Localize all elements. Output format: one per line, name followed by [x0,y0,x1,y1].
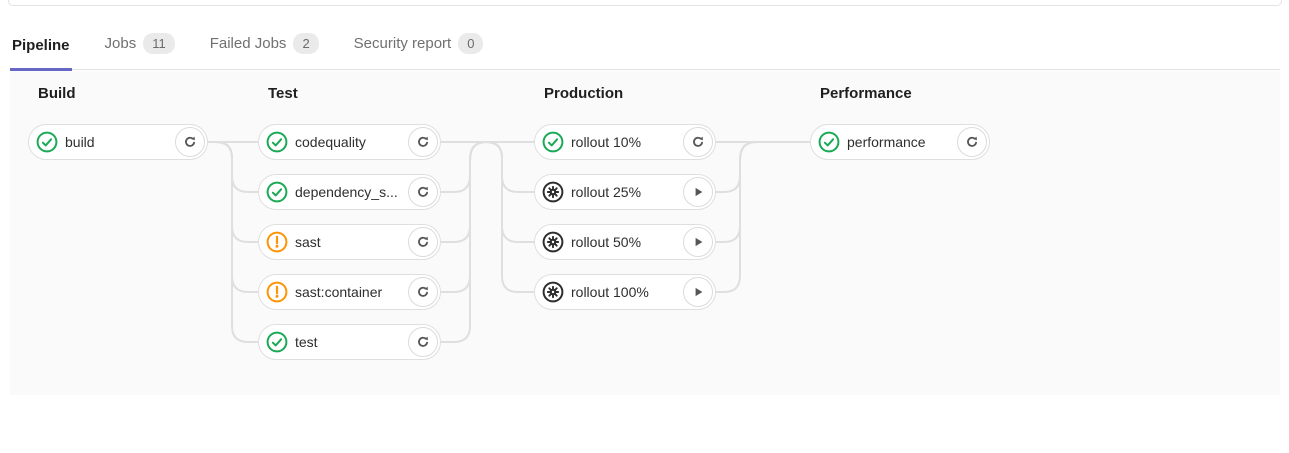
status-manual-gear-icon [542,281,564,303]
play-icon [690,184,706,200]
job-pill-rollout-100[interactable]: rollout 100% [534,274,716,310]
retry-icon [415,234,431,250]
retry-icon [182,134,198,150]
status-success-icon [818,131,840,153]
job-pill-rollout-10[interactable]: rollout 10% [534,124,716,160]
play-job-button[interactable] [683,277,713,307]
jobs-count-badge: 11 [143,33,175,54]
status-warning-icon [266,231,288,253]
job-pill-sast-container[interactable]: sast:container [258,274,441,310]
retry-icon [415,334,431,350]
job-name: test [295,334,318,350]
retry-job-button[interactable] [408,127,438,157]
failed-jobs-count-badge: 2 [293,33,319,54]
retry-icon [415,284,431,300]
job-pill-rollout-25[interactable]: rollout 25% [534,174,716,210]
play-job-button[interactable] [683,177,713,207]
tab-jobs-label: Jobs [104,35,137,52]
play-icon [690,234,706,250]
status-success-icon [266,181,288,203]
tab-jobs[interactable]: Jobs 11 [103,33,177,69]
retry-job-button[interactable] [957,127,987,157]
retry-job-button[interactable] [683,127,713,157]
tab-failed-jobs-label: Failed Jobs [209,35,287,52]
status-success-icon [36,131,58,153]
pipeline-graph: Build build Test codequality dependency_… [10,71,1280,395]
stage-title-production: Production [544,85,624,102]
status-success-icon [542,131,564,153]
retry-job-button[interactable] [408,277,438,307]
status-success-icon [266,331,288,353]
stage-title-build: Build [38,85,76,102]
tab-pipeline-label: Pipeline [12,37,70,54]
pipeline-tabs: Pipeline Jobs 11 Failed Jobs 2 Security … [10,6,1280,71]
retry-job-button[interactable] [175,127,205,157]
job-pill-codequality[interactable]: codequality [258,124,441,160]
job-name: rollout 100% [571,284,649,300]
status-warning-icon [266,281,288,303]
status-manual-gear-icon [542,231,564,253]
play-job-button[interactable] [683,227,713,257]
tab-security-report[interactable]: Security report 0 [352,33,486,69]
job-pill-performance[interactable]: performance [810,124,990,160]
pipeline-connectors [208,141,810,343]
tab-failed-jobs[interactable]: Failed Jobs 2 [208,33,321,69]
job-pill-sast[interactable]: sast [258,224,441,260]
job-name: sast [295,234,321,250]
retry-icon [415,184,431,200]
stage-title-test: Test [268,85,298,102]
stage-title-performance: Performance [820,85,912,102]
job-pill-dependency-scanning[interactable]: dependency_s... [258,174,441,210]
tab-security-report-label: Security report [353,35,452,52]
status-manual-gear-icon [542,181,564,203]
job-name: rollout 10% [571,134,642,150]
job-name: dependency_s... [295,184,398,200]
job-name: sast:container [295,284,383,300]
job-name: rollout 50% [571,234,642,250]
status-success-icon [266,131,288,153]
job-name: codequality [295,134,366,150]
job-name: build [65,134,95,150]
job-name: performance [847,134,926,150]
retry-job-button[interactable] [408,227,438,257]
retry-icon [690,134,706,150]
job-pill-test[interactable]: test [258,324,441,360]
job-pill-build[interactable]: build [28,124,208,160]
retry-job-button[interactable] [408,177,438,207]
security-report-count-badge: 0 [458,33,484,54]
retry-icon [415,134,431,150]
job-pill-rollout-50[interactable]: rollout 50% [534,224,716,260]
card-bottom-edge [8,0,1282,6]
retry-job-button[interactable] [408,327,438,357]
play-icon [690,284,706,300]
tab-pipeline[interactable]: Pipeline [10,37,72,71]
job-name: rollout 25% [571,184,642,200]
retry-icon [964,134,980,150]
